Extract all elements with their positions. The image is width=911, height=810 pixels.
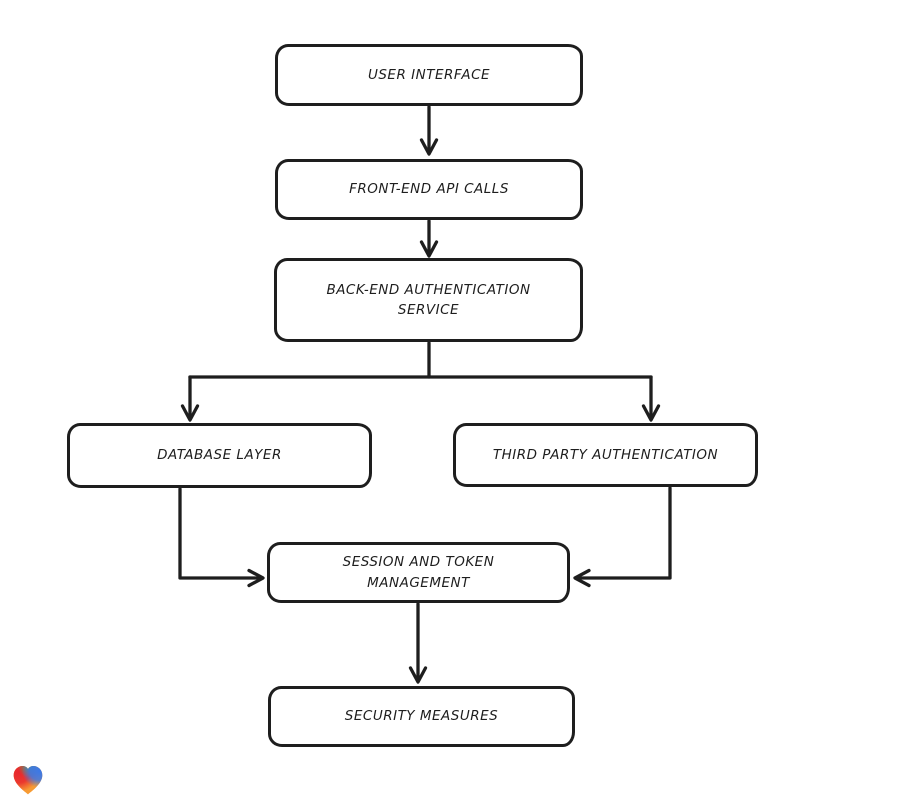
node-database-layer: DATABASE LAYER <box>67 423 372 488</box>
arrowhead-down-icon <box>419 138 439 156</box>
edge-database-to-session <box>178 487 265 588</box>
edge-session-to-security <box>408 602 428 684</box>
node-label: BACK-END AUTHENTICATION SERVICE <box>326 281 531 318</box>
node-label: SECURITY MEASURES <box>344 708 499 725</box>
edge-front-end-to-back-end <box>419 219 439 258</box>
node-label: THIRD PARTY AUTHENTICATION <box>492 446 719 463</box>
arrowhead-down-icon <box>641 404 661 422</box>
node-session-token-mgmt: SESSION AND TOKEN MANAGEMENT <box>267 542 570 603</box>
node-label: USER INTERFACE <box>367 66 491 83</box>
node-front-end-api-calls: FRONT-END API CALLS <box>275 159 583 220</box>
arrowhead-down-icon <box>419 240 439 258</box>
node-label: FRONT-END API CALLS <box>349 181 509 198</box>
heart-logo[interactable] <box>11 763 45 797</box>
node-user-interface: USER INTERFACE <box>275 44 583 106</box>
edge-user-interface-to-front-end <box>419 105 439 156</box>
node-label: DATABASE LAYER <box>157 447 282 464</box>
arrowhead-left-icon <box>573 568 591 588</box>
heart-icon <box>13 765 43 795</box>
arrowhead-down-icon <box>408 666 428 684</box>
arrowhead-down-icon <box>180 404 200 422</box>
node-back-end-auth-service: BACK-END AUTHENTICATION SERVICE <box>274 258 583 342</box>
edge-third-party-to-session <box>573 486 672 588</box>
node-label: SESSION AND TOKEN MANAGEMENT <box>342 554 495 591</box>
node-third-party-auth: THIRD PARTY AUTHENTICATION <box>453 423 758 487</box>
node-security-measures: SECURITY MEASURES <box>268 686 575 747</box>
edge-back-end-branch <box>180 341 661 422</box>
arrowhead-right-icon <box>247 568 265 588</box>
